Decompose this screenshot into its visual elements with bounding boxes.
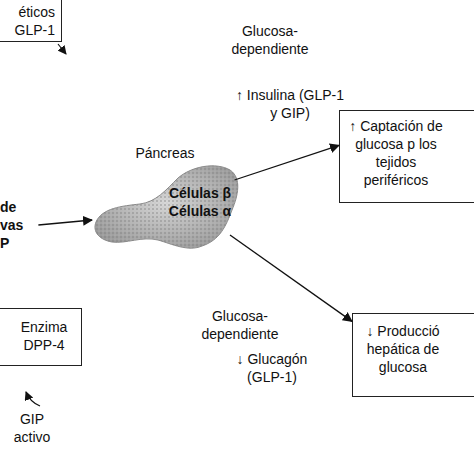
node-text: de vas P	[0, 198, 26, 252]
node-text: éticos GLP-1	[0, 3, 55, 39]
gip-arrow	[26, 392, 40, 406]
node-text: Células β Células α	[164, 184, 236, 220]
pancreas-fill	[95, 166, 238, 248]
flow-arrow	[38, 220, 92, 225]
input-arrow	[58, 44, 66, 54]
process-box: ↓ Producció hepática de glucosa	[352, 313, 474, 397]
annotation-label: Glucosa- dependiente	[220, 22, 320, 58]
annotation-label: GIP activo	[4, 410, 60, 446]
flow-arrow	[235, 145, 340, 180]
organ-heading: Páncreas	[120, 144, 210, 162]
edge-label: ↑ Insulina (GLP-1 y GIP)	[235, 86, 345, 122]
node-text: ↓ Producció hepática de glucosa	[357, 322, 449, 376]
process-box: ↑ Captación de glucosa p los tejidos per…	[339, 110, 474, 203]
process-box: Enzima DPP-4	[0, 308, 82, 366]
annotation-label: Glucosa- dependiente	[190, 307, 290, 343]
text-node: de vas P	[0, 198, 32, 252]
pancreas-organ: PáncreasCélulas β Células α	[92, 160, 242, 260]
node-text: Enzima DPP-4	[11, 318, 77, 354]
process-box: éticos GLP-1	[0, 0, 62, 42]
pancreas-fill	[95, 166, 238, 248]
edge-label: ↓ Glucagón (GLP-1)	[222, 350, 322, 386]
node-text: ↑ Captación de glucosa p los tejidos per…	[346, 117, 446, 189]
flow-arrow	[230, 235, 352, 321]
